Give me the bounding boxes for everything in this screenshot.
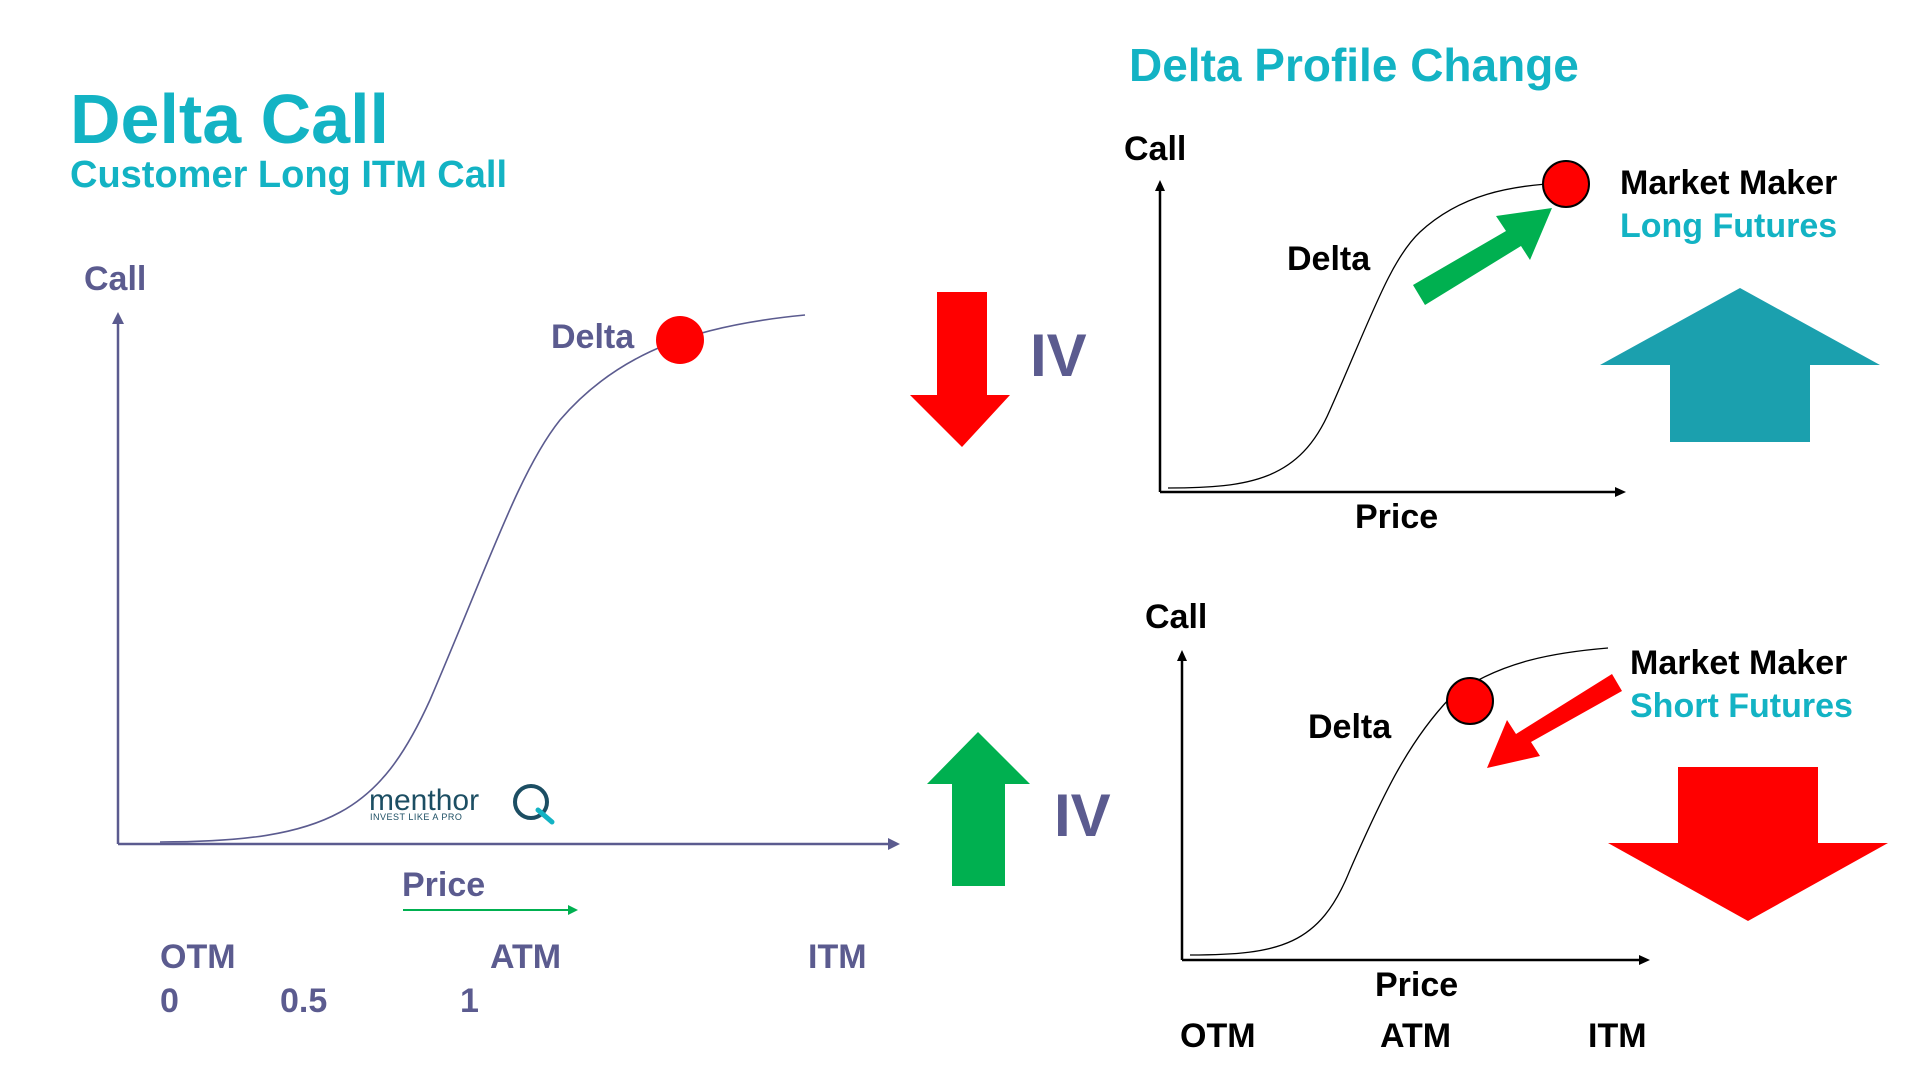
bottom-delta-marker	[1446, 677, 1494, 725]
main-delta-value-05: 0.5	[280, 982, 328, 1020]
top-curve-label: Delta	[1287, 240, 1371, 278]
main-y-axis-label: Call	[84, 260, 147, 298]
top-delta-marker	[1542, 160, 1590, 208]
short-futures-down-arrow	[1608, 767, 1888, 921]
iv-up-label: IV	[1054, 782, 1111, 849]
main-curve-label: Delta	[551, 318, 635, 356]
top-delta-arrow	[1413, 208, 1552, 305]
main-delta-value-0: 0	[160, 982, 179, 1020]
top-x-axis-label: Price	[1355, 498, 1439, 536]
bottom-label-atm: ATM	[1380, 1017, 1452, 1055]
iv-down-arrow	[910, 292, 1010, 447]
iv-up-arrow	[927, 732, 1030, 886]
bottom-curve-label: Delta	[1308, 708, 1392, 746]
bottom-delta-curve	[1189, 647, 1609, 956]
page-subtitle: Customer Long ITM Call	[70, 154, 507, 196]
iv-down-label: IV	[1030, 322, 1087, 389]
long-futures-up-arrow	[1600, 288, 1880, 442]
main-label-otm: OTM	[160, 938, 236, 976]
bottom-delta-arrow	[1487, 674, 1622, 768]
main-x-axis-arrowhead	[888, 838, 900, 850]
bottom-position-label: Short Futures	[1630, 687, 1853, 725]
logo-q-icon	[513, 784, 555, 825]
top-x-axis-arrowhead	[1615, 487, 1626, 497]
main-label-atm: ATM	[490, 938, 562, 976]
logo-tagline: INVEST LIKE A PRO	[370, 812, 463, 822]
bottom-y-axis-label: Call	[1145, 598, 1208, 636]
bottom-label-itm: ITM	[1588, 1017, 1647, 1055]
top-maker-label: Market Maker	[1620, 164, 1838, 202]
page-title: Delta Call	[70, 80, 389, 158]
top-position-label: Long Futures	[1620, 207, 1838, 245]
bottom-x-axis-arrowhead	[1639, 955, 1650, 965]
right-section-title: Delta Profile Change	[1129, 39, 1579, 91]
top-y-axis-arrowhead	[1155, 180, 1165, 191]
main-delta-marker	[656, 316, 704, 364]
main-chart	[112, 312, 900, 915]
main-label-itm: ITM	[808, 938, 867, 976]
top-y-axis-label: Call	[1124, 130, 1187, 168]
bottom-label-otm: OTM	[1180, 1017, 1256, 1055]
price-arrow-head	[568, 905, 578, 915]
top-chart	[1155, 160, 1880, 497]
main-y-axis-arrowhead	[112, 312, 124, 324]
bottom-chart	[1177, 647, 1888, 965]
bottom-x-axis-label: Price	[1375, 966, 1459, 1004]
logo-wordmark: menthor	[369, 784, 480, 817]
main-x-axis-label: Price	[402, 866, 486, 904]
main-delta-value-1: 1	[460, 982, 479, 1020]
top-delta-curve	[1167, 182, 1566, 489]
bottom-y-axis-arrowhead	[1177, 650, 1187, 661]
main-delta-curve	[159, 314, 806, 843]
bottom-maker-label: Market Maker	[1630, 644, 1848, 682]
